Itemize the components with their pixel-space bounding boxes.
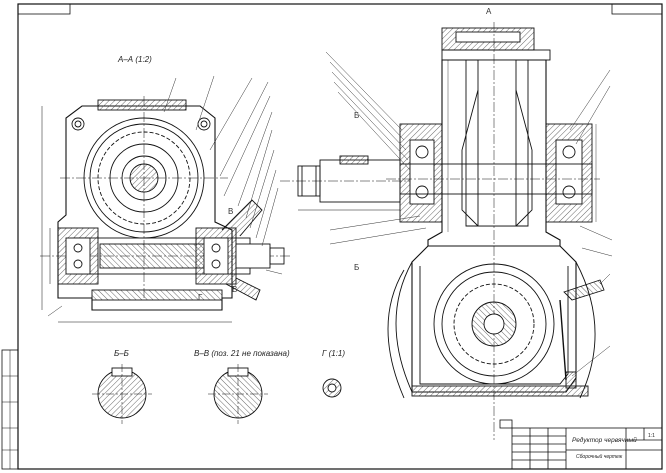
section-aa-view <box>40 96 290 323</box>
section-aa-title: А–А (1:2) <box>117 55 152 64</box>
cut-marker-a-top: А <box>486 7 492 16</box>
title-block-subtitle: Сборочный чертеж <box>576 453 623 460</box>
section-vv-title: В–В (поз. 21 не показана) <box>194 349 290 358</box>
cut-marker-g: Г <box>198 293 203 302</box>
detail-g-view <box>322 378 342 398</box>
cut-marker-v-upper: В <box>228 207 233 216</box>
section-bb-title: Б–Б <box>114 349 129 358</box>
detail-g-title: Г (1:1) <box>322 349 345 358</box>
binding-strip-cells <box>2 350 18 469</box>
section-vv-view <box>208 364 268 424</box>
top-left-stamp <box>17 3 71 15</box>
cut-marker-v-lower: В <box>232 285 237 294</box>
sheet-border <box>17 3 663 470</box>
input-shaft-view <box>280 155 420 211</box>
cut-marker-b-lower: Б <box>354 263 359 272</box>
main-elevation-view <box>386 22 605 440</box>
section-aa-leaders <box>47 75 283 317</box>
title-block <box>499 419 663 470</box>
top-right-stamp <box>611 3 663 15</box>
title-block-name: Редуктор червячный <box>572 436 637 444</box>
section-bb-view <box>92 364 152 424</box>
main-view-leaders <box>325 51 613 377</box>
title-block-sheet: 1:1 <box>648 433 655 439</box>
cut-marker-b-upper: Б <box>354 111 359 120</box>
